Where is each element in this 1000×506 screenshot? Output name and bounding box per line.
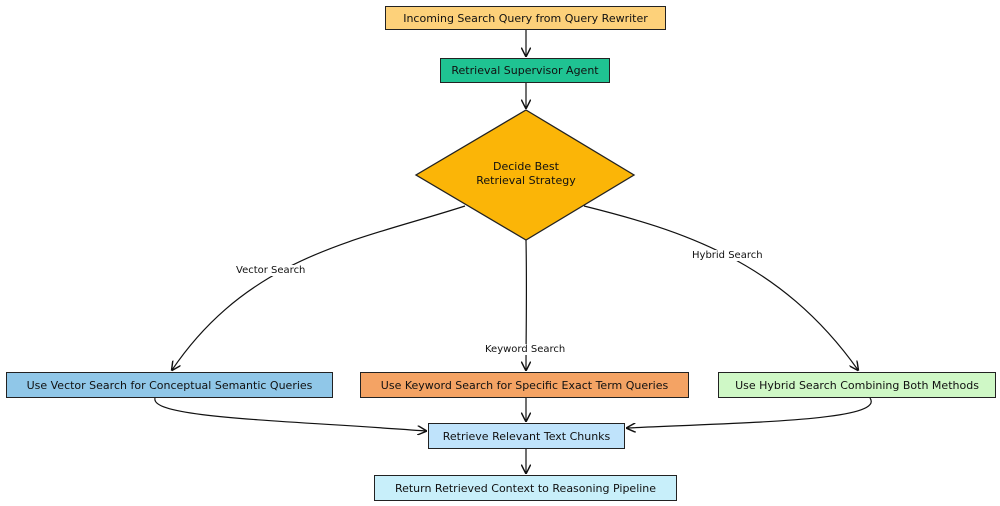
hybrid-search-node: Use Hybrid Search Combining Both Methods <box>718 372 996 398</box>
vector-search-node: Use Vector Search for Conceptual Semanti… <box>6 372 333 398</box>
keyword-search-node: Use Keyword Search for Specific Exact Te… <box>360 372 689 398</box>
edge-decide-to-hybrid <box>583 205 858 370</box>
retrieval-supervisor-node: Retrieval Supervisor Agent <box>440 58 610 83</box>
decide-strategy-label: Decide Best Retrieval Strategy <box>452 160 600 188</box>
edge-label-hybrid-search: Hybrid Search <box>690 250 765 261</box>
incoming-query-node: Incoming Search Query from Query Rewrite… <box>385 6 666 30</box>
decide-line-2: Retrieval Strategy <box>476 174 576 187</box>
edge-label-keyword-search: Keyword Search <box>483 344 568 355</box>
edge-label-vector-search: Vector Search <box>234 265 308 276</box>
edge-decide-to-vector <box>172 205 466 370</box>
edge-hybrid-to-retrieve <box>627 397 872 428</box>
decide-line-1: Decide Best <box>493 160 559 173</box>
edge-vector-to-retrieve <box>154 397 426 431</box>
return-context-node: Return Retrieved Context to Reasoning Pi… <box>374 475 677 501</box>
retrieve-chunks-node: Retrieve Relevant Text Chunks <box>428 423 625 449</box>
